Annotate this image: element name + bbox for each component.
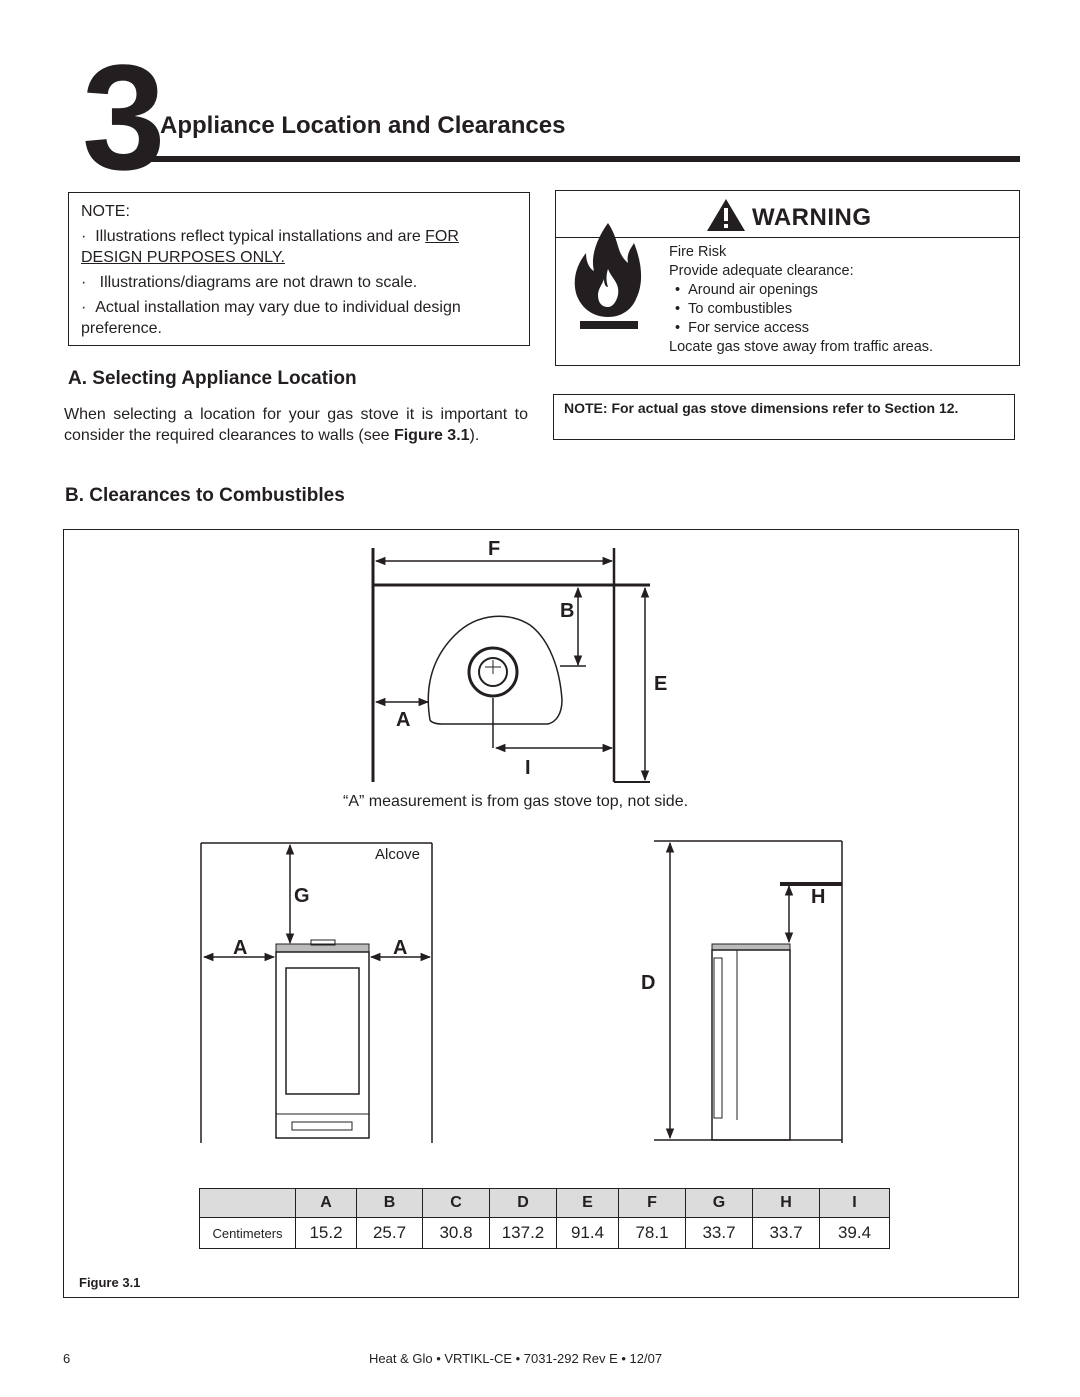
table-cell: 137.2 bbox=[489, 1217, 557, 1249]
warning-bullet: • Around air openings bbox=[675, 282, 818, 298]
col-header: E bbox=[556, 1188, 619, 1218]
table-cell: 39.4 bbox=[819, 1217, 890, 1249]
dim-label-f: F bbox=[488, 538, 501, 560]
table-corner bbox=[199, 1188, 296, 1218]
figure-reference: Figure 3.1 bbox=[393, 427, 470, 444]
dim-label-a-right: A bbox=[393, 937, 408, 959]
dimensions-note: NOTE: For actual gas stove dimensions re… bbox=[553, 394, 1015, 440]
section-a-heading: A. Selecting Appliance Location bbox=[68, 368, 357, 389]
figure-label: Figure 3.1 bbox=[79, 1275, 141, 1290]
warning-line-3: Locate gas stove away from traffic areas… bbox=[669, 339, 934, 355]
col-header: D bbox=[489, 1188, 557, 1218]
warning-bullet: • For service access bbox=[675, 320, 810, 336]
page-number: 6 bbox=[63, 1351, 71, 1366]
col-header: G bbox=[685, 1188, 753, 1218]
table-cell: 91.4 bbox=[556, 1217, 619, 1249]
footer-text: Heat & Glo • VRTIKL-CE • 7031-292 Rev E … bbox=[369, 1351, 663, 1366]
table-cell: 25.7 bbox=[356, 1217, 423, 1249]
warning-text: Fire Risk Provide adequate clearance: • … bbox=[669, 243, 933, 357]
title-rule bbox=[150, 156, 1020, 162]
note-box: NOTE: · Illustrations reflect typical in… bbox=[68, 192, 530, 346]
table-cell: 33.7 bbox=[685, 1217, 753, 1249]
page-title: Appliance Location and Clearances bbox=[160, 112, 566, 139]
col-header: B bbox=[356, 1188, 423, 1218]
dim-label-g: G bbox=[294, 885, 310, 907]
col-header: H bbox=[752, 1188, 820, 1218]
col-header: F bbox=[618, 1188, 686, 1218]
note-heading: NOTE: bbox=[81, 203, 130, 220]
dim-label-h: H bbox=[811, 886, 826, 908]
warning-header: WARNING bbox=[556, 191, 1019, 238]
warning-bullet: • To combustibles bbox=[675, 301, 793, 317]
chapter-number: 3 bbox=[82, 33, 166, 201]
warning-line-1: Fire Risk bbox=[669, 244, 727, 260]
figure-box bbox=[63, 529, 1019, 1298]
dim-label-i: I bbox=[525, 757, 531, 779]
table-cell: 78.1 bbox=[618, 1217, 686, 1249]
row-label: Centimeters bbox=[199, 1217, 296, 1249]
col-header: A bbox=[295, 1188, 357, 1218]
warning-triangle-icon bbox=[707, 199, 745, 231]
warning-line-2: Provide adequate clearance: bbox=[669, 263, 854, 279]
diagram-caption: “A” measurement is from gas stove top, n… bbox=[343, 793, 689, 810]
dim-label-a-top: A bbox=[396, 709, 411, 731]
alcove-label: Alcove bbox=[375, 846, 421, 863]
table-cell: 30.8 bbox=[422, 1217, 490, 1249]
note-item-3: · Actual installation may vary due to in… bbox=[81, 299, 461, 337]
dim-label-b: B bbox=[560, 600, 575, 622]
table-cell: 33.7 bbox=[752, 1217, 820, 1249]
section-b-heading: B. Clearances to Combustibles bbox=[65, 485, 345, 506]
note-item-1: · Illustrations reflect typical installa… bbox=[81, 228, 459, 266]
fire-icon bbox=[574, 223, 642, 329]
dim-label-d: D bbox=[641, 972, 656, 994]
warning-title: WARNING bbox=[752, 204, 872, 231]
warning-box: WARNING Fire Risk Provide adequate clear… bbox=[555, 190, 1020, 366]
col-header: C bbox=[422, 1188, 490, 1218]
table-header-row: A B C D E F G H I bbox=[199, 1188, 890, 1218]
table-row: Centimeters 15.2 25.7 30.8 137.2 91.4 78… bbox=[199, 1217, 890, 1249]
dim-label-e: E bbox=[654, 673, 668, 695]
clearance-table: A B C D E F G H I Centimeters 15.2 25.7 … bbox=[199, 1188, 890, 1249]
dim-label-a-left: A bbox=[233, 937, 248, 959]
table-cell: 15.2 bbox=[295, 1217, 357, 1249]
note-item-2: · Illustrations/diagrams are not drawn t… bbox=[81, 274, 418, 291]
section-a-paragraph: When selecting a location for your gas s… bbox=[64, 406, 528, 444]
col-header: I bbox=[819, 1188, 890, 1218]
